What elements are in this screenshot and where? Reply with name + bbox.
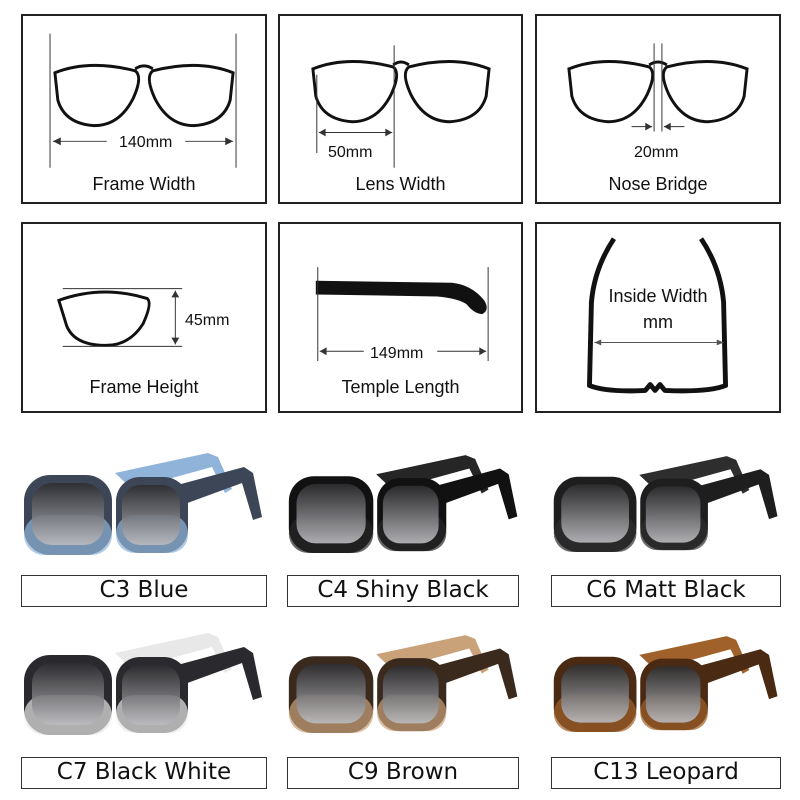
color-label-c4-shiny-black[interactable]: C4 Shiny Black (287, 575, 519, 607)
product-image-c3-blue[interactable] (20, 445, 270, 565)
frame-width-value: 140mm (119, 134, 173, 151)
glasses-front-icon (49, 33, 237, 168)
temple-length-label: Temple Length (341, 377, 460, 397)
color-label-c9-brown[interactable]: C9 Brown (287, 757, 519, 789)
temple-length-diagram: 149mm Temple Length (278, 222, 523, 413)
lens-width-value: 50mm (328, 144, 373, 161)
frame-height-value: 45mm (185, 312, 230, 329)
glasses-front-icon (567, 43, 749, 132)
nose-bridge-label: Nose Bridge (608, 174, 708, 194)
frame-height-label: Frame Height (89, 377, 199, 397)
frame-width-label: Frame Width (92, 174, 196, 194)
product-image-c7-black-white[interactable] (20, 625, 270, 745)
nose-bridge-value: 20mm (634, 144, 679, 161)
glasses-front-icon (311, 45, 491, 168)
lens-width-label: Lens Width (355, 174, 446, 194)
temple-length-value: 149mm (370, 345, 424, 362)
temple-arm-icon (315, 267, 489, 362)
frame-width-diagram: 140mm Frame Width (21, 14, 267, 204)
color-label-c6-matt-black[interactable]: C6 Matt Black (551, 575, 781, 607)
product-image-c13-leopard[interactable] (550, 625, 785, 745)
color-label-c3-blue[interactable]: C3 Blue (21, 575, 267, 607)
product-image-c9-brown[interactable] (285, 625, 525, 745)
lens-width-diagram: 50mm Lens Width (278, 14, 523, 204)
product-image-c6-matt-black[interactable] (550, 445, 785, 565)
inside-width-diagram: Inside Width mm (535, 222, 781, 413)
inside-width-value: mm (643, 312, 673, 332)
color-label-c7-black-white[interactable]: C7 Black White (21, 757, 267, 789)
nose-bridge-diagram: 20mm Nose Bridge (535, 14, 781, 204)
inside-width-label: Inside Width (608, 286, 708, 306)
frame-height-diagram: 45mm Frame Height (21, 222, 267, 413)
glasses-top-view-icon (587, 237, 729, 394)
glasses-lens-icon (57, 288, 183, 347)
product-image-c4-shiny-black[interactable] (285, 445, 525, 565)
color-label-c13-leopard[interactable]: C13 Leopard (551, 757, 781, 789)
